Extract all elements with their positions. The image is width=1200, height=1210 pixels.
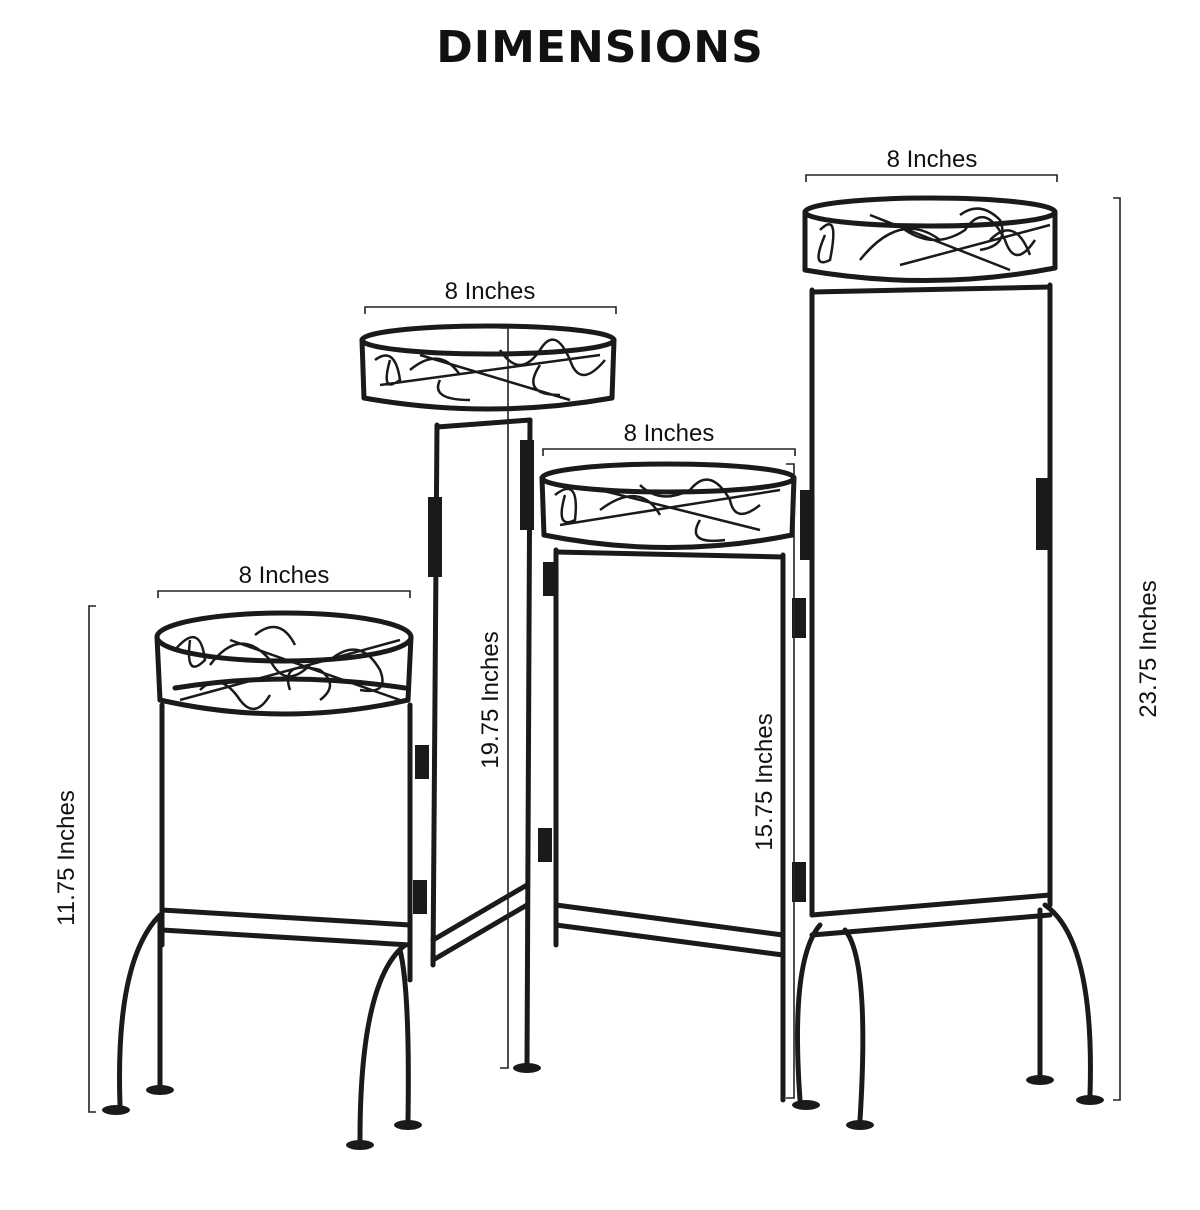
tier-2-basket	[359, 323, 617, 412]
width-label-tier1: 8 Inches	[239, 562, 330, 589]
width-bracket-tier4	[805, 174, 1058, 182]
plant-stand-illustration	[102, 195, 1104, 1150]
height-bracket-tier2	[500, 327, 509, 1069]
width-label-tier2: 8 Inches	[445, 278, 536, 305]
tier-1-frame	[102, 702, 429, 1150]
tier-4-basket	[802, 195, 1058, 283]
height-bracket-tier3	[786, 463, 795, 1099]
width-bracket-tier1	[157, 590, 411, 598]
tier-2-frame	[428, 417, 541, 1073]
tier-1-basket	[154, 610, 414, 717]
height-bracket-tier1	[88, 605, 96, 1113]
width-bracket-tier3	[542, 448, 796, 456]
tier-4-frame	[792, 282, 1104, 1130]
page-title: DIMENSIONS	[436, 22, 764, 73]
height-label-tier4: 23.75 Inches	[1135, 580, 1162, 717]
tier-3-frame	[538, 547, 806, 1103]
width-label-tier4: 8 Inches	[887, 146, 978, 173]
height-label-tier2: 19.75 Inches	[477, 631, 504, 768]
height-label-tier3: 15.75 Inches	[751, 713, 778, 850]
height-bracket-tier4	[1113, 197, 1121, 1101]
width-bracket-tier2	[364, 306, 617, 314]
height-label-tier1: 11.75 Inches	[53, 790, 80, 926]
width-label-tier3: 8 Inches	[624, 420, 715, 447]
tier-3-basket	[539, 461, 797, 550]
